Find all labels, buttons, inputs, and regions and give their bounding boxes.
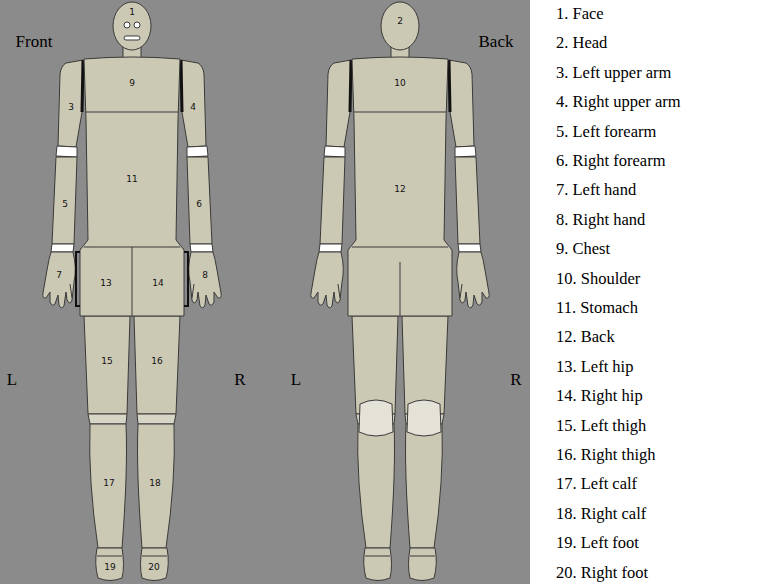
callout-number: 1: [129, 8, 135, 18]
key-item: 14. Right hip: [556, 387, 643, 405]
key-item: 7. Left hand: [556, 181, 636, 199]
view-label: Front: [16, 33, 53, 52]
front-figure: [43, 2, 221, 581]
key-item: 3. Left upper arm: [556, 64, 671, 82]
callout-number: 9: [129, 79, 135, 89]
callout-number: 12: [394, 185, 405, 195]
callout-number: 20: [148, 563, 159, 573]
callout-number: 16: [151, 357, 162, 367]
view-label: Back: [479, 33, 514, 52]
key-item: 9. Chest: [556, 240, 610, 258]
key-item: 12. Back: [556, 328, 615, 346]
callout-number: 2: [397, 17, 403, 27]
key-item: 15. Left thigh: [556, 417, 646, 435]
side-label: R: [234, 371, 245, 390]
key-item: 20. Right foot: [556, 564, 648, 582]
key-item: 5. Left forearm: [556, 123, 656, 141]
callout-number: 11: [126, 175, 137, 185]
back-figure: [311, 2, 489, 581]
key-item: 11. Stomach: [556, 299, 638, 317]
callout-number: 19: [104, 563, 115, 573]
callout-number: 10: [394, 79, 405, 89]
side-label: R: [510, 371, 521, 390]
key-item: 18. Right calf: [556, 505, 646, 523]
key-item: 1. Face: [556, 5, 604, 23]
key-item: 6. Right forearm: [556, 152, 666, 170]
key-item: 13. Left hip: [556, 358, 633, 376]
key-item: 4. Right upper arm: [556, 93, 681, 111]
key-item: 17. Left calf: [556, 475, 637, 493]
callout-number: 5: [62, 200, 68, 210]
callout-number: 15: [101, 357, 112, 367]
panel-ground: [0, 0, 530, 584]
key-item: 2. Head: [556, 34, 607, 52]
callout-number: 6: [196, 200, 202, 210]
key-item: 19. Left foot: [556, 534, 639, 552]
callout-number: 17: [103, 479, 114, 489]
key-item: 8. Right hand: [556, 211, 645, 229]
key-item: 16. Right thigh: [556, 446, 655, 464]
callout-number: 7: [56, 271, 62, 281]
callout-number: 8: [202, 271, 208, 281]
callout-number: 13: [100, 279, 111, 289]
callout-number: 14: [152, 279, 163, 289]
key-item: 10. Shoulder: [556, 270, 640, 288]
callout-number: 4: [190, 103, 196, 113]
side-label: L: [291, 371, 301, 390]
callout-number: 3: [68, 103, 74, 113]
callout-number: 18: [149, 479, 160, 489]
side-label: L: [7, 371, 17, 390]
